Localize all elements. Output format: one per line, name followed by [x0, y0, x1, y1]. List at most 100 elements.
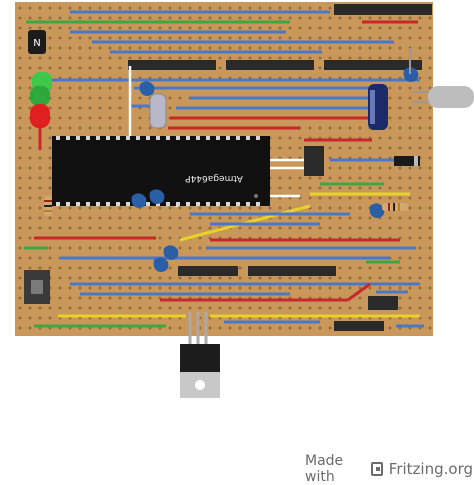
board-hole [48, 46, 52, 50]
board-hole [18, 256, 22, 260]
board-hole [428, 26, 432, 30]
board-hole [428, 16, 432, 20]
board-hole [68, 26, 72, 30]
chip-label: Atmega644P [185, 173, 243, 183]
board-hole [18, 196, 22, 200]
electrolytic-stripe [370, 90, 375, 124]
board-hole [348, 46, 352, 50]
board-hole [18, 66, 22, 70]
board-hole [48, 166, 52, 170]
board-hole [28, 166, 32, 170]
board-hole [18, 36, 22, 40]
board-hole [128, 26, 132, 30]
board-hole [388, 126, 392, 130]
board-hole [238, 26, 242, 30]
board-hole [378, 26, 382, 30]
board-hole [408, 186, 412, 190]
board-hole [428, 136, 432, 140]
board-hole [268, 286, 272, 290]
board-hole [218, 66, 222, 70]
board-hole [268, 6, 272, 10]
board-hole [68, 36, 72, 40]
board-hole [58, 36, 62, 40]
board-hole [28, 236, 32, 240]
board-hole [18, 206, 22, 210]
board-hole [358, 276, 362, 280]
board-hole [388, 46, 392, 50]
board-hole [98, 116, 102, 120]
board-hole [88, 286, 92, 290]
board-hole [118, 266, 122, 270]
board-hole [398, 196, 402, 200]
board-hole [198, 56, 202, 60]
board-hole [288, 36, 292, 40]
board-hole [368, 146, 372, 150]
board-hole [48, 126, 52, 130]
board-hole [418, 306, 422, 310]
board-hole [68, 66, 72, 70]
board-hole [398, 16, 402, 20]
board-hole [348, 306, 352, 310]
board-hole [108, 96, 112, 100]
board-hole [378, 196, 382, 200]
header-row-b [226, 60, 314, 70]
chip-pin [66, 136, 70, 140]
board-hole [328, 276, 332, 280]
board-hole [48, 256, 52, 260]
board-hole [278, 6, 282, 10]
board-hole [98, 286, 102, 290]
board-hole [78, 96, 82, 100]
board-hole [28, 86, 32, 90]
board-hole [398, 26, 402, 30]
board-hole [368, 26, 372, 30]
board-hole [368, 216, 372, 220]
chip-pin [216, 202, 220, 206]
board-hole [148, 206, 152, 210]
fritzing-credit: Made with Fritzing.org [305, 453, 473, 485]
board-hole [88, 26, 92, 30]
board-hole [28, 6, 32, 10]
board-hole [308, 176, 312, 180]
wires [24, 10, 424, 328]
board-hole [178, 206, 182, 210]
board-hole [398, 46, 402, 50]
board-hole [218, 56, 222, 60]
board-hole [68, 56, 72, 60]
board-hole [398, 116, 402, 120]
board-hole [328, 56, 332, 60]
board-hole [98, 226, 102, 230]
board-hole [68, 16, 72, 20]
board-hole [98, 56, 102, 60]
board-hole [228, 56, 232, 60]
board-hole [398, 86, 402, 90]
resistor-band [44, 210, 52, 212]
board-hole [398, 36, 402, 40]
board-hole [78, 226, 82, 230]
board-hole [148, 266, 152, 270]
board-hole [408, 216, 412, 220]
board-hole [38, 66, 42, 70]
chip-pins [56, 136, 260, 206]
board-hole [78, 216, 82, 220]
board-hole [428, 76, 432, 80]
header-bottom-b [248, 266, 336, 276]
board-hole [98, 266, 102, 270]
board-hole [238, 276, 242, 280]
board-hole [138, 46, 142, 50]
board-hole [238, 266, 242, 270]
board-hole [148, 216, 152, 220]
board-hole [418, 146, 422, 150]
board-hole [168, 106, 172, 110]
board-hole [148, 246, 152, 250]
board-hole [408, 146, 412, 150]
board-hole [298, 186, 302, 190]
board-hole [428, 326, 432, 330]
board-hole [418, 236, 422, 240]
chip-pin [116, 202, 120, 206]
board-hole [168, 36, 172, 40]
board-hole [148, 36, 152, 40]
board-hole [428, 46, 432, 50]
board-hole [18, 236, 22, 240]
board-hole [388, 226, 392, 230]
board-hole [188, 56, 192, 60]
